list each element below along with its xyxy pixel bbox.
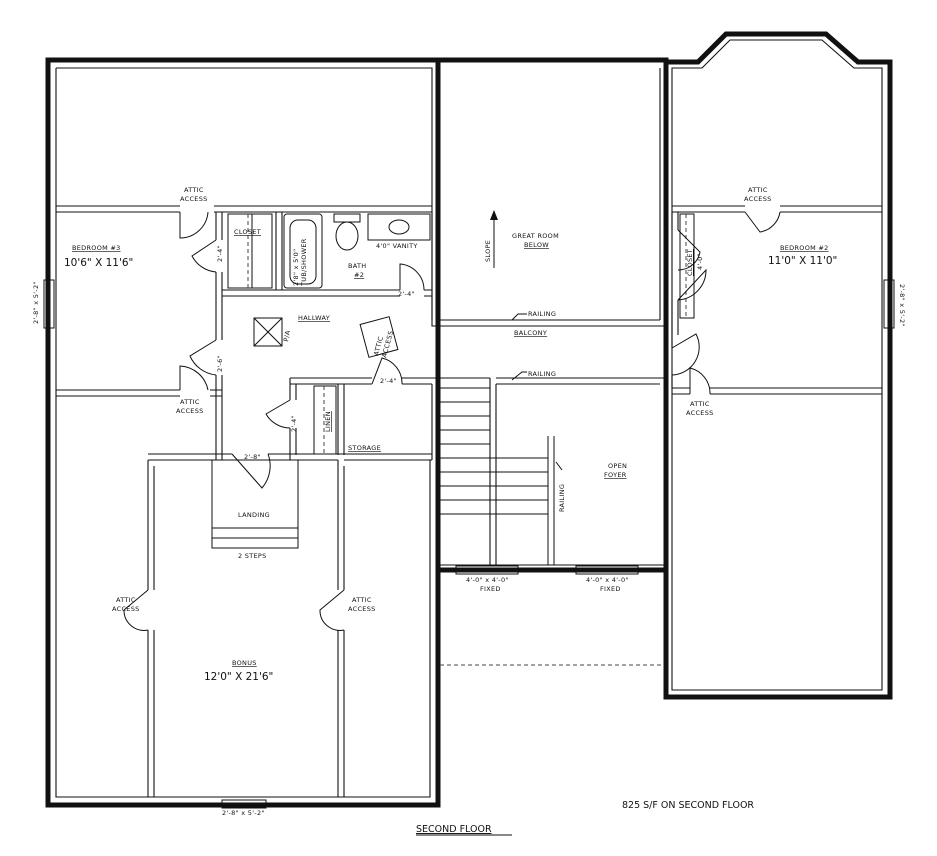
attic-1a: ATTIC [184, 186, 204, 194]
attic-4b: ACCESS [686, 409, 714, 417]
dimension-labels: 2'-4" 2'-4" 2'-4" 2'-4" 2'-6" 2'-6" 2'-8… [32, 245, 906, 817]
vanity-label: 4'0" VANITY [376, 242, 418, 250]
closet-bed2-label: CLOSET [686, 249, 694, 276]
linen-label: LINEN [324, 411, 332, 432]
great-room-line2: BELOW [524, 241, 549, 249]
tub-size-label: 2'8" x 5'0" [292, 249, 300, 286]
bath2-line1: BATH [348, 262, 366, 270]
railing-label-1: RAILING [528, 310, 556, 318]
fixed-window-1-size: 4'-0" x 4'-0" [466, 576, 509, 584]
dim-door-2-6-a: 2'-6" [216, 355, 224, 372]
room-labels: BEDROOM #3 10'6" X 11'6" BEDROOM #2 11'0… [64, 186, 837, 683]
bath2-line2: #2 [354, 271, 364, 279]
area-note: 825 S/F ON SECOND FLOOR [622, 800, 754, 811]
fixed-window-2-size: 4'-0" x 4'-0" [586, 576, 629, 584]
dim-window-right: 2'-8" x 5'-2" [898, 284, 906, 327]
hallway-label: HALLWAY [298, 314, 330, 322]
dim-door-2-8: 2'-8" [244, 453, 261, 461]
attic-6a: ATTIC [352, 596, 372, 604]
fixed-window-2-label: FIXED [600, 585, 621, 593]
bedroom2-name: BEDROOM #2 [780, 244, 829, 252]
bedroom2-size: 11'0" X 11'0" [768, 255, 837, 267]
fixed-window-1-label: FIXED [480, 585, 501, 593]
dim-closet-4-0: 4'-0" [696, 253, 704, 270]
tub-shower-label: TUB/SHOWER [300, 238, 308, 287]
open-foyer-line1: OPEN [608, 462, 627, 470]
railing-label-3: RAILING [558, 484, 566, 512]
bedroom3-name: BEDROOM #3 [72, 244, 121, 252]
dim-door-2-4-a: 2'-4" [216, 245, 224, 262]
fixtures [211, 210, 695, 666]
bedroom3-size: 10'6" X 11'6" [64, 257, 133, 269]
interior-walls [56, 68, 882, 797]
attic-4a: ATTIC [690, 400, 710, 408]
dim-door-2-4-d: 2'-4" [290, 415, 298, 432]
bonus-size: 12'0" X 21'6" [204, 671, 273, 683]
railing-label-2: RAILING [528, 370, 556, 378]
dim-door-2-4-b: 2'-4" [398, 290, 415, 298]
bonus-name: BONUS [232, 659, 257, 667]
dim-window-bonus: 2'-8" x 5'-2" [222, 809, 265, 817]
doors [123, 211, 781, 631]
plan-title: SECOND FLOOR [416, 824, 492, 835]
landing-label: LANDING [238, 511, 270, 519]
open-foyer-line2: FOYER [604, 471, 627, 479]
attic-5b: ACCESS [112, 605, 140, 613]
stair-treads [438, 387, 548, 515]
storage-label: STORAGE [348, 444, 381, 452]
balcony-label: BALCONY [514, 329, 547, 337]
slope-label: SLOPE [484, 240, 492, 262]
great-room-line1: GREAT ROOM [512, 232, 559, 240]
dim-window-left: 2'-8" x 5'-2" [32, 281, 40, 324]
exterior-walls [45, 31, 893, 808]
closet-bath-label: CLOSET [234, 228, 261, 236]
dim-door-2-4-c: 2'-4" [380, 377, 397, 385]
attic-1b: ACCESS [180, 195, 208, 203]
attic-2a: ATTIC [748, 186, 768, 194]
two-steps-label: 2 STEPS [238, 552, 267, 560]
attic-3b: ACCESS [176, 407, 204, 415]
attic-6b: ACCESS [348, 605, 376, 613]
attic-3a: ATTIC [180, 398, 200, 406]
attic-2b: ACCESS [744, 195, 772, 203]
attic-5a: ATTIC [116, 596, 136, 604]
windows [43, 279, 895, 809]
pa-label: P/A [282, 329, 292, 342]
dim-door-2-6-b: 2'-6" [662, 343, 670, 360]
